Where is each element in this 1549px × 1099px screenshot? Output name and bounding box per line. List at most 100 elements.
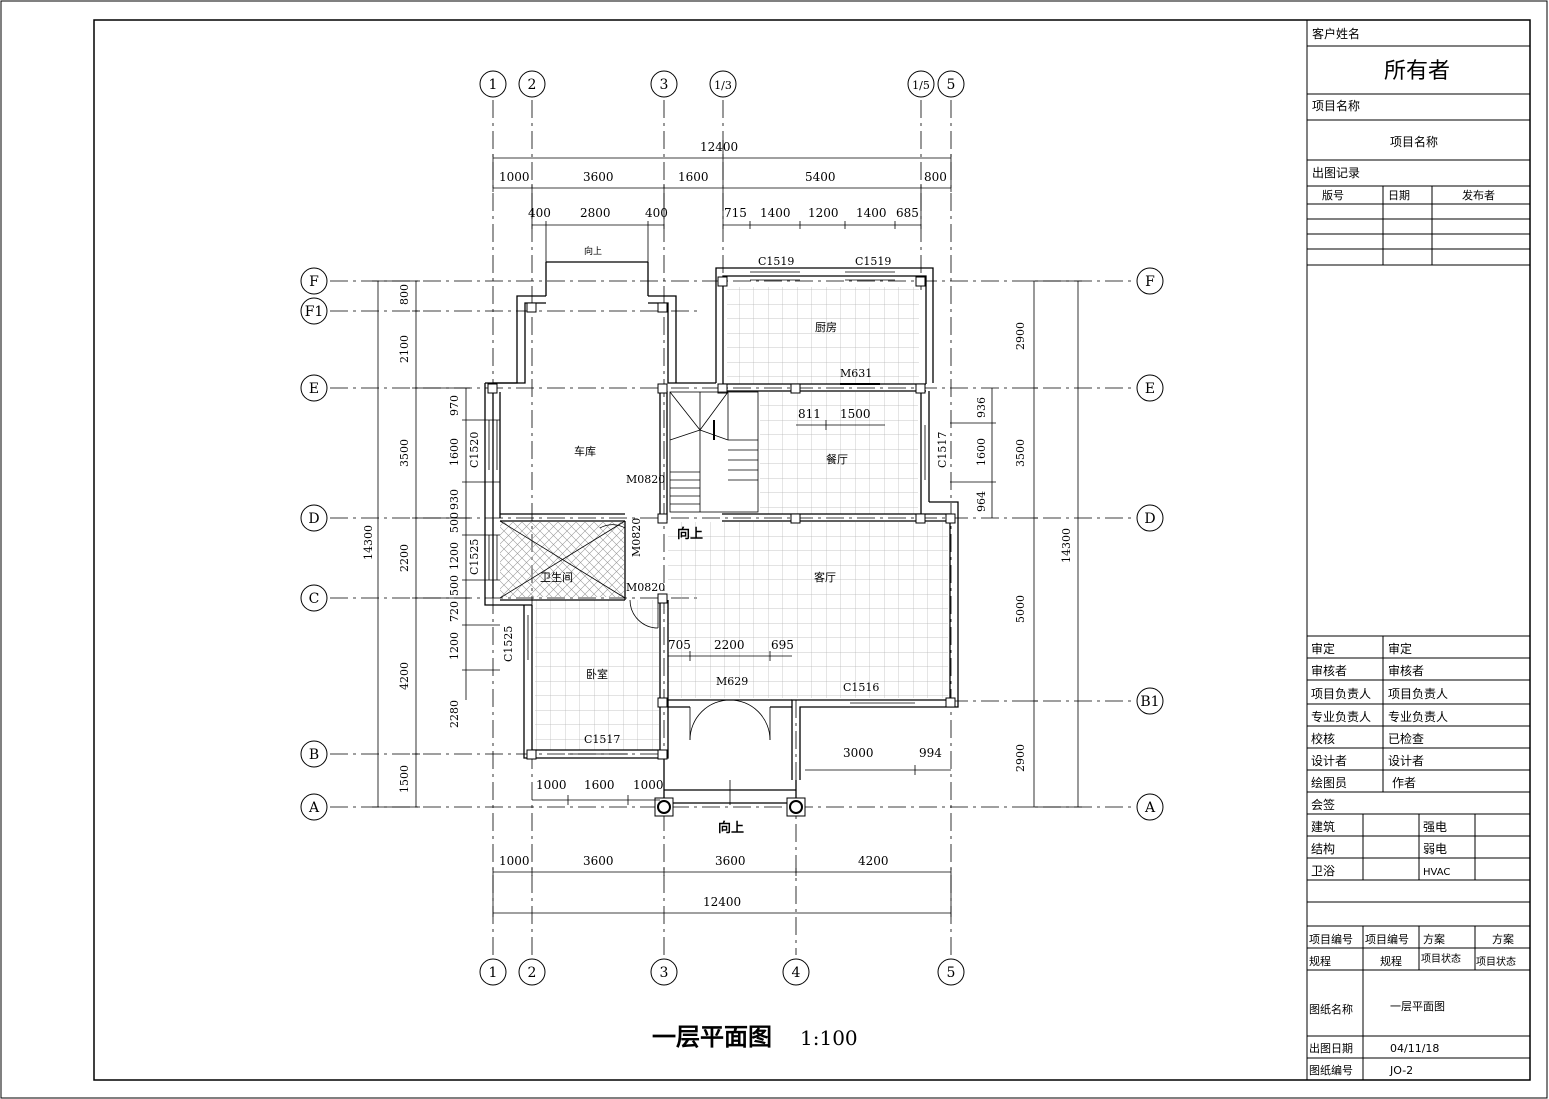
- tb-drawing-name-value: 一层平面图: [1390, 1000, 1445, 1013]
- grid-bubble-top-5: 5: [937, 70, 965, 98]
- dim-bed-c: 1000: [633, 778, 664, 792]
- tb-phase-value: 规程: [1380, 954, 1402, 968]
- tb-scheme-label: 方案: [1423, 932, 1445, 946]
- grid-bubble-left-3-label: D: [308, 511, 319, 527]
- grid-bubble-right-4-label: A: [1144, 800, 1156, 816]
- grid-bubble-left-2-circle: [300, 374, 328, 402]
- dim-right-1-c: 5000: [1014, 595, 1027, 623]
- grid-bubble-right-2-label: D: [1144, 511, 1155, 527]
- tb-discipline-b-2: 弱电: [1423, 842, 1447, 856]
- dim-right-2-a: 936: [975, 397, 988, 418]
- dim-left-1-b: 2100: [398, 335, 411, 363]
- grid-bubble-bottom-0: 1: [479, 958, 507, 986]
- tb-date-value: 04/11/18: [1390, 1042, 1439, 1055]
- tb-row-label-5: 校核: [1311, 731, 1335, 746]
- grid-bubble-left-6-label: A: [308, 800, 320, 816]
- grid-bubble-left-6: A: [300, 793, 328, 821]
- tb-phase-label: 规程: [1309, 954, 1331, 968]
- tb-issue-header-3: 发布者: [1462, 188, 1495, 202]
- dim-left-2-i: 2280: [448, 700, 461, 728]
- tb-row-label-3: 项目负责人: [1311, 687, 1371, 701]
- tb-row-value-7: 作者: [1392, 776, 1416, 790]
- tb-discipline-a-2: 结构: [1311, 841, 1335, 856]
- grid-bubble-top-0: 1: [479, 70, 507, 98]
- dim-top-2b-c: 1200: [808, 206, 839, 220]
- dim-bottom-c: 3600: [715, 854, 746, 868]
- tag-window-6: C1516: [843, 681, 879, 694]
- tb-drawing-no-label: 图纸编号: [1309, 1063, 1353, 1077]
- grid-bubble-top-5-label: 5: [947, 77, 956, 93]
- tb-discipline-a-1: 建筑: [1311, 819, 1335, 834]
- grid-bubble-bottom-3-label: 4: [792, 965, 801, 981]
- dim-top-2b-a: 715: [724, 206, 747, 220]
- grid-bubble-left-0-label: F: [309, 274, 319, 290]
- tb-row-value-5: 已检查: [1388, 731, 1424, 746]
- dim-porch-b: 994: [919, 746, 942, 760]
- room-bath: 卫生间: [540, 570, 573, 584]
- grid-bubble-bottom-1-circle: [518, 958, 546, 986]
- dim-bed-a: 1000: [536, 778, 567, 792]
- tb-row-label-2: 审核者: [1311, 663, 1347, 678]
- grid-bubble-right-3: B1: [1136, 687, 1164, 715]
- grid-bubble-left-3-circle: [300, 504, 328, 532]
- tb-discipline-a-3: 卫浴: [1311, 864, 1335, 878]
- tb-row-value-1: 审定: [1388, 641, 1412, 656]
- tb-row-label-1: 审定: [1311, 641, 1335, 656]
- grid-bubble-top-2-circle: [650, 70, 678, 98]
- tb-row-value-3: 项目负责人: [1388, 687, 1448, 701]
- grid-bubble-left-5-label: B: [309, 747, 319, 763]
- grid-bubble-bottom-2-circle: [650, 958, 678, 986]
- dim-left-2-f: 500: [448, 575, 461, 596]
- floor-tiles: [500, 287, 948, 750]
- dim-right-1-d: 2900: [1014, 744, 1027, 772]
- tb-row-value-6: 设计者: [1388, 754, 1424, 768]
- dimension-lines-left: [372, 280, 500, 808]
- bath-fixture: [499, 520, 626, 599]
- dimension-lines-top: [492, 140, 952, 262]
- grid-bubble-bottom-1-label: 2: [528, 965, 537, 981]
- grid-bubble-top-4-circle: [907, 70, 935, 98]
- tb-discipline-b-1: 强电: [1423, 820, 1447, 834]
- title-block: [1306, 20, 1530, 1080]
- grid-bubble-bottom-0-circle: [479, 958, 507, 986]
- grid-bubble-bottom-0-label: 1: [489, 965, 498, 981]
- tb-scheme-value: 方案: [1492, 932, 1514, 946]
- rotated-dims: 14300 800 2100 3500 2200 4200 1500 970 1…: [362, 284, 1073, 793]
- room-kitchen: 厨房: [815, 321, 837, 334]
- grid-bubble-top-5-circle: [937, 70, 965, 98]
- walls: [484, 261, 959, 804]
- grid-bubble-top-3: 1/3: [709, 70, 737, 98]
- grid-bubble-bottom-4: 5: [937, 958, 965, 986]
- grid-bubble-bottom-3-circle: [782, 958, 810, 986]
- tb-discipline-b-3: HVAC: [1423, 867, 1450, 878]
- grid-bubble-top-4: 1/5: [907, 70, 935, 98]
- dimension-lines-bottom: [492, 420, 952, 917]
- dim-top-1-b: 3600: [583, 170, 614, 184]
- grid-bubble-left-6-circle: [300, 793, 328, 821]
- tb-status-value: 项目状态: [1476, 955, 1516, 968]
- tb-row-value-2: 审核者: [1388, 663, 1424, 678]
- grid-bubble-bottom-1: 2: [518, 958, 546, 986]
- grid-bubble-top-0-label: 1: [489, 77, 498, 93]
- tb-date-label: 出图日期: [1309, 1041, 1353, 1055]
- plan-scale: 1:100: [800, 1026, 858, 1050]
- dim-right-1-b: 3500: [1014, 439, 1027, 467]
- grid-bubble-left-4: C: [300, 584, 328, 612]
- grid-bubble-top-2-label: 3: [660, 77, 669, 93]
- grid-bubble-bottom-3: 4: [782, 958, 810, 986]
- label-up-entrance: 向上: [718, 820, 744, 836]
- dim-bed-b: 1600: [584, 778, 615, 792]
- tb-issue-header-1: 版号: [1322, 188, 1344, 202]
- dim-top-1-d: 5400: [805, 170, 836, 184]
- grid-bubble-right-0: F: [1136, 267, 1164, 295]
- tb-issue-label: 出图记录: [1312, 166, 1360, 180]
- tb-client-label: 客户姓名: [1312, 26, 1360, 41]
- dim-left-2-c: 930: [448, 489, 461, 510]
- tag-door-2: M0820: [626, 473, 665, 486]
- dim-liv-b: 2200: [714, 638, 745, 652]
- dim-left-1-a: 800: [398, 284, 411, 305]
- grid-bubble-bottom-4-label: 5: [947, 965, 956, 981]
- dim-bottom-total: 12400: [703, 895, 741, 909]
- dim-left-2-e: 1200: [448, 542, 461, 570]
